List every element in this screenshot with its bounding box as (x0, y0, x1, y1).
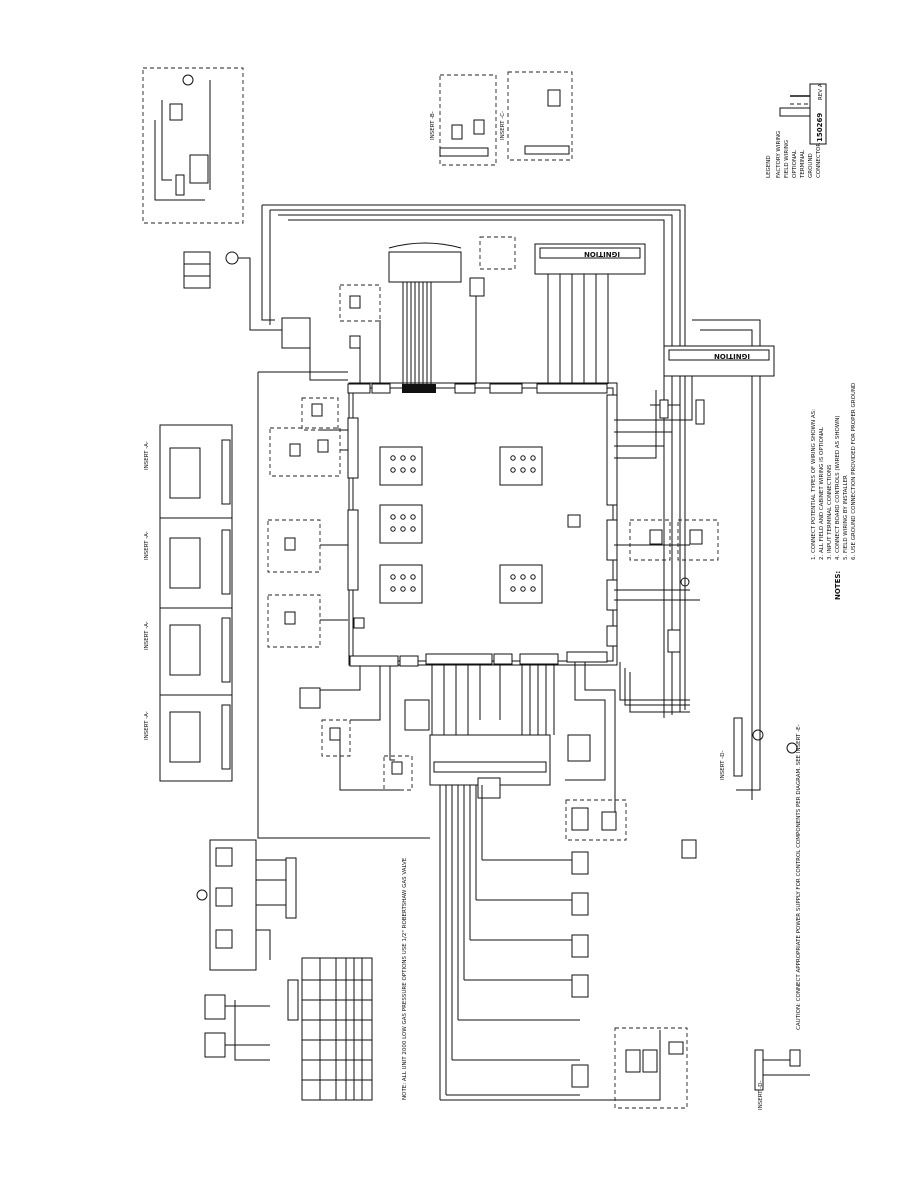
board-terminal-strips-left (347, 417, 359, 591)
wiring-bus (257, 204, 761, 839)
note-item-5: 5. FIELD WIRING BY INSTALLER (843, 475, 849, 560)
note-item-2: 2. ALL FIELD AND CABINET WIRING IS OPTIO… (819, 426, 825, 560)
aux-controller (429, 734, 661, 1101)
low-gas-note: NOTE: ALL UNIT 2000 LOW GAS PRESSURE OPT… (402, 857, 408, 1100)
gas-valve-block (183, 251, 282, 331)
diagram-code: 150269 (816, 113, 824, 142)
insert-a-label-2: INSERT -A- (144, 531, 150, 560)
insert-panel-group: INSERT -A- INSERT -A- INSERT -A- INSERT … (144, 424, 233, 782)
board-bottom-drops (320, 662, 616, 820)
insert-e (754, 1049, 810, 1091)
ignition-label-1: IGNITION (584, 250, 620, 258)
note-item-1: 1. CONNECT POTENTIAL TYPES OF WIRING SHO… (811, 409, 817, 560)
board-relay-blocks (353, 446, 543, 629)
insert-a-label-1: INSERT -A- (144, 441, 150, 470)
legend-item-4: TERMINAL (800, 149, 806, 179)
relay-stack (565, 799, 688, 1109)
insert-a-label-4: INSERT -A- (144, 711, 150, 740)
lower-left-devices (299, 687, 430, 791)
insert-a-label-3: INSERT -A- (144, 621, 150, 650)
note-item-6: 6. USE GROUND CONNECTION PROVIDED FOR PR… (851, 383, 857, 560)
legend-item-2: FIELD WIRING (784, 140, 790, 178)
insert-d-label-2: INSERT -D- (720, 751, 726, 780)
left-board-devices (267, 236, 516, 648)
gas-valve-table (287, 957, 373, 1101)
notes-block: NOTES: 1. CONNECT POTENTIAL TYPES OF WIR… (811, 383, 857, 600)
legend-item-1: FACTORY WIRING (776, 131, 782, 178)
notes-header: NOTES: (834, 571, 842, 600)
legend-item-3: OPTIONAL (792, 149, 798, 178)
note-item-3: 3. INPUT TERMINAL CONNECTIONS (827, 464, 833, 560)
top-left-insert (142, 67, 244, 224)
legend-block: LEGEND FACTORY WIRING FIELD WIRING OPTIO… (766, 83, 827, 179)
insert-c-label: INSERT -C- (500, 111, 506, 140)
ignition-label-2: IGNITION (714, 352, 750, 360)
ignition-module-1: IGNITION (534, 243, 646, 384)
legend-title: LEGEND (766, 155, 772, 178)
diagram-rev: REV A (818, 83, 824, 100)
board-terminal-strips-right (606, 394, 618, 647)
bottom-notes: NOTE: ALL UNIT 2000 LOW GAS PRESSURE OPT… (402, 724, 802, 1110)
ribbon-cable (388, 242, 462, 384)
board-terminal-strips-bottom (349, 651, 608, 667)
legend-item-6: CONNECTOR (816, 143, 822, 178)
lower-left-group (196, 839, 297, 1061)
caution-note: CAUTION: CONNECT APPROPRIATE POWER SUPPL… (796, 724, 802, 1030)
legend-item-5: GROUND (808, 153, 814, 178)
ignition-module-2: IGNITION (630, 345, 775, 425)
insert-b-label: INSERT -B- (430, 111, 436, 140)
note-item-4: 4. CONNECT BOARD CONTROLS (WIRED AS SHOW… (835, 415, 841, 560)
insert-d-label: INSERT -D- (758, 1081, 764, 1110)
right-devices (567, 514, 798, 859)
insert-b-c: INSERT -B- INSERT -C- (430, 71, 573, 166)
